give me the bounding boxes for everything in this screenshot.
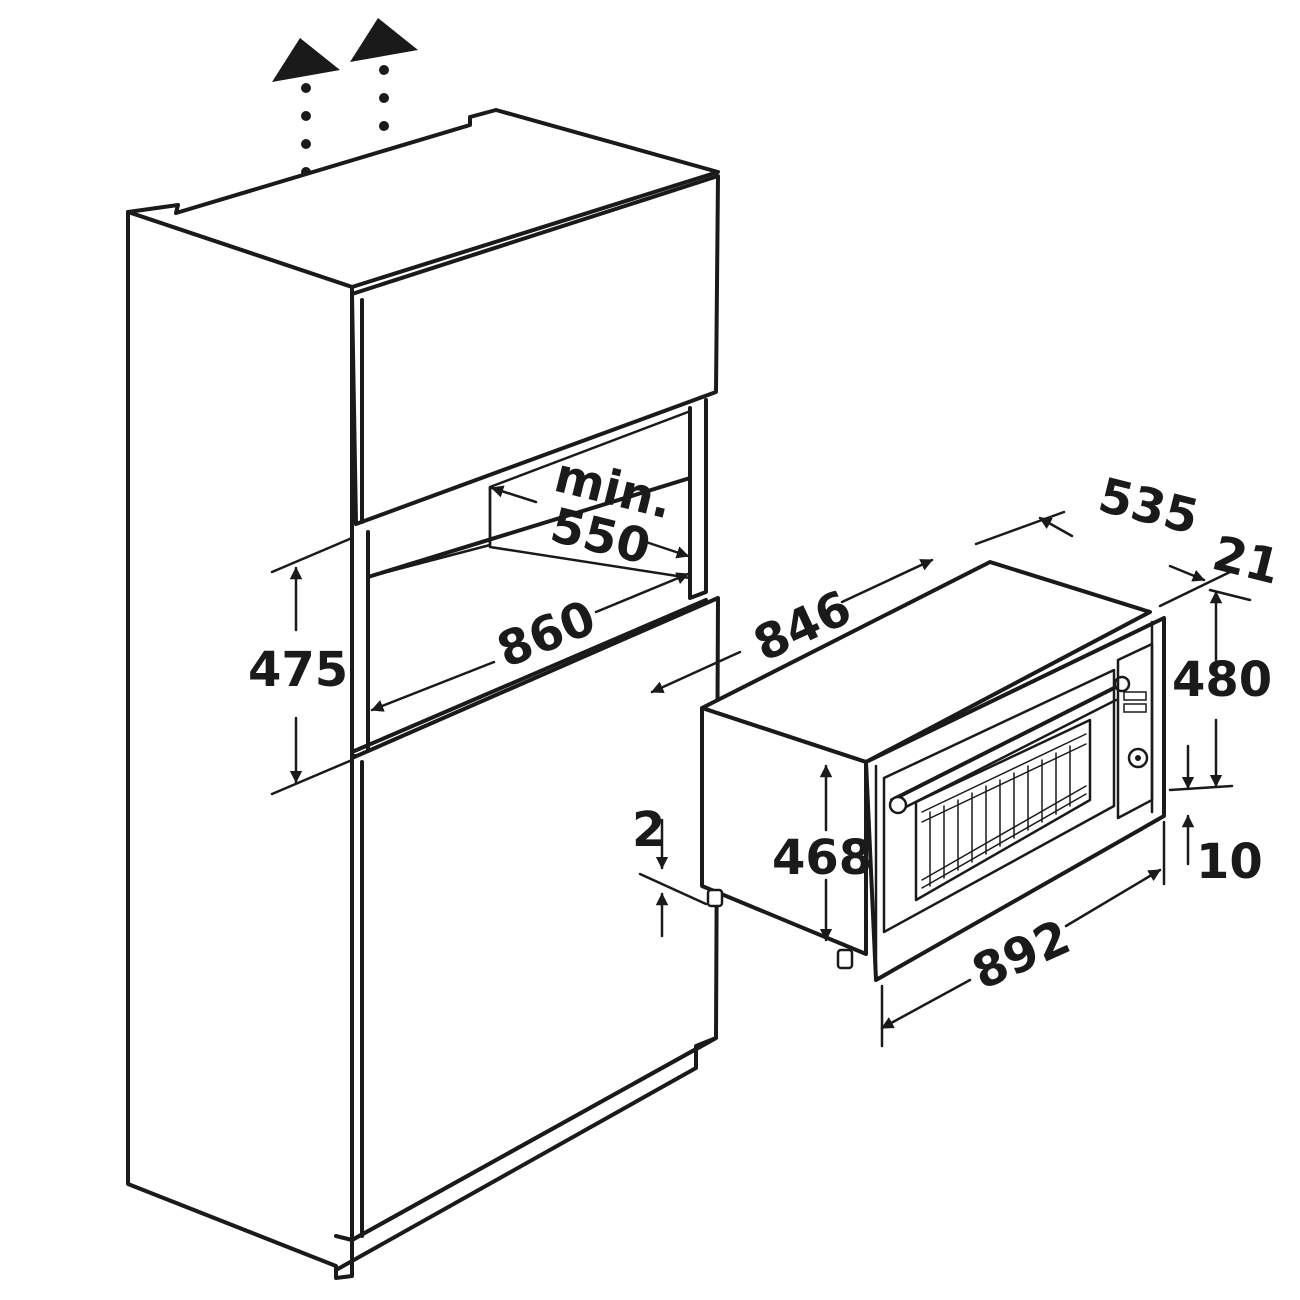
label-480: 480 [1172, 652, 1272, 708]
tall-cabinet [126, 108, 720, 1280]
label-892: 892 [964, 909, 1078, 1001]
dimension-lines [270, 485, 1252, 1048]
label-468: 468 [772, 830, 872, 886]
label-10: 10 [1196, 834, 1263, 890]
label-2: 2 [632, 802, 665, 858]
label-475: 475 [248, 642, 348, 698]
label-535: 535 [1093, 467, 1204, 546]
label-21: 21 [1207, 525, 1285, 595]
